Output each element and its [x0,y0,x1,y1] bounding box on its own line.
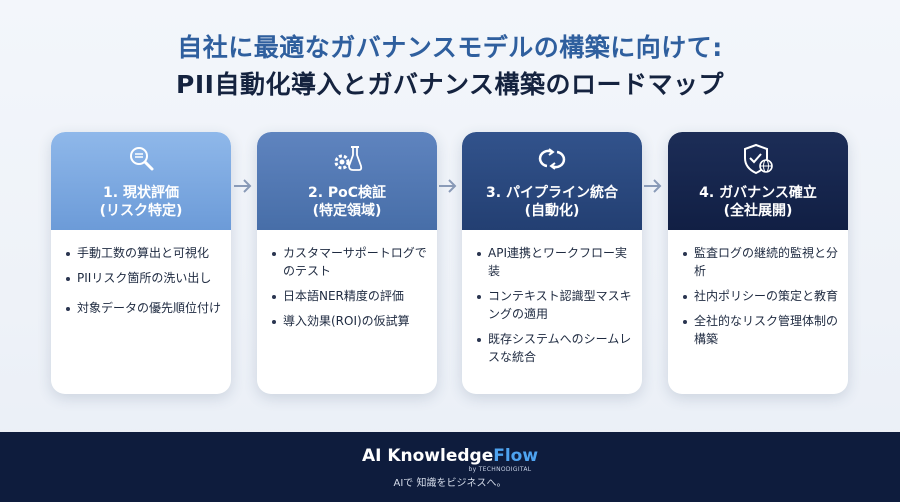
step-card-2: 2. PoC検証 (特定領域) カスタマーサポートログでのテスト 日本語NER精… [257,132,437,394]
brand-logo: AI KnowledgeFlow [0,446,900,466]
step-title-3: 3. パイプライン統合 [486,185,618,201]
arrow-right-icon [644,179,662,193]
step-card-3: 3. パイプライン統合 (自動化) API連携とワークフロー実装 コンテキスト認… [462,132,642,394]
list-item: 監査ログの継続的監視と分析 [682,244,838,280]
arrow-right-icon [439,179,457,193]
arrow-right-icon [234,179,252,193]
step-title-4: 4. ガバナンス確立 [699,185,817,201]
title-line-1: 自社に最適なガバナンスモデルの構築に向けて: [177,33,723,62]
sync-arrows-icon [535,142,569,176]
tagline: AIで 知識をビジネスへ。 [393,478,507,489]
list-item: カスタマーサポートログでのテスト [271,244,427,280]
gear-flask-icon [330,142,364,176]
list-item: 日本語NER精度の評価 [271,287,427,305]
list-item: 既存システムへのシームレスな統合 [476,330,632,366]
step-items-3: API連携とワークフロー実装 コンテキスト認識型マスキングの適用 既存システムへ… [462,230,642,366]
step-header-1: 1. 現状評価 (リスク特定) [51,132,231,230]
step-subtitle-1: (リスク特定) [99,203,183,219]
list-item: 対象データの優先順位付け [65,299,221,317]
magnifier-document-icon [124,142,158,176]
step-subtitle-3: (自動化) [524,203,580,219]
shield-globe-icon [741,142,775,176]
step-header-4: 4. ガバナンス確立 (全社展開) [668,132,848,230]
step-subtitle-2: (特定領域) [312,203,382,219]
step-header-2: 2. PoC検証 (特定領域) [257,132,437,230]
step-items-2: カスタマーサポートログでのテスト 日本語NER精度の評価 導入効果(ROI)の仮… [257,230,437,330]
step-items-1: 手動工数の算出と可視化 PIIリスク箇所の洗い出し 対象データの優先順位付け [51,230,231,317]
brand-name: AI Knowledge [361,446,494,466]
list-item: 社内ポリシーの策定と教育 [682,287,838,305]
step-header-3: 3. パイプライン統合 (自動化) [462,132,642,230]
list-item: 手動工数の算出と可視化 [65,244,221,262]
brand-byline: by TECHNODIGITAL [468,466,532,473]
page-title: 自社に最適なガバナンスモデルの構築に向けて: PII自動化導入とガバナンス構築の… [0,30,900,104]
list-item: 導入効果(ROI)の仮試算 [271,312,427,330]
list-item: API連携とワークフロー実装 [476,244,632,280]
step-card-1: 1. 現状評価 (リスク特定) 手動工数の算出と可視化 PIIリスク箇所の洗い出… [51,132,231,394]
list-item: コンテキスト認識型マスキングの適用 [476,287,632,323]
step-subtitle-4: (全社展開) [723,203,793,219]
list-item: PIIリスク箇所の洗い出し [65,269,221,287]
footer: AI KnowledgeFlow by TECHNODIGITAL AIで 知識… [0,432,900,502]
title-line-2: PII自動化導入とガバナンス構築のロードマップ [176,70,724,99]
brand-accent: Flow [493,446,539,466]
step-items-4: 監査ログの継続的監視と分析 社内ポリシーの策定と教育 全社的なリスク管理体制の構… [668,230,848,348]
list-item: 全社的なリスク管理体制の構築 [682,312,838,348]
step-title-1: 1. 現状評価 [103,185,179,201]
step-card-4: 4. ガバナンス確立 (全社展開) 監査ログの継続的監視と分析 社内ポリシーの策… [668,132,848,394]
step-title-2: 2. PoC検証 [307,185,387,201]
